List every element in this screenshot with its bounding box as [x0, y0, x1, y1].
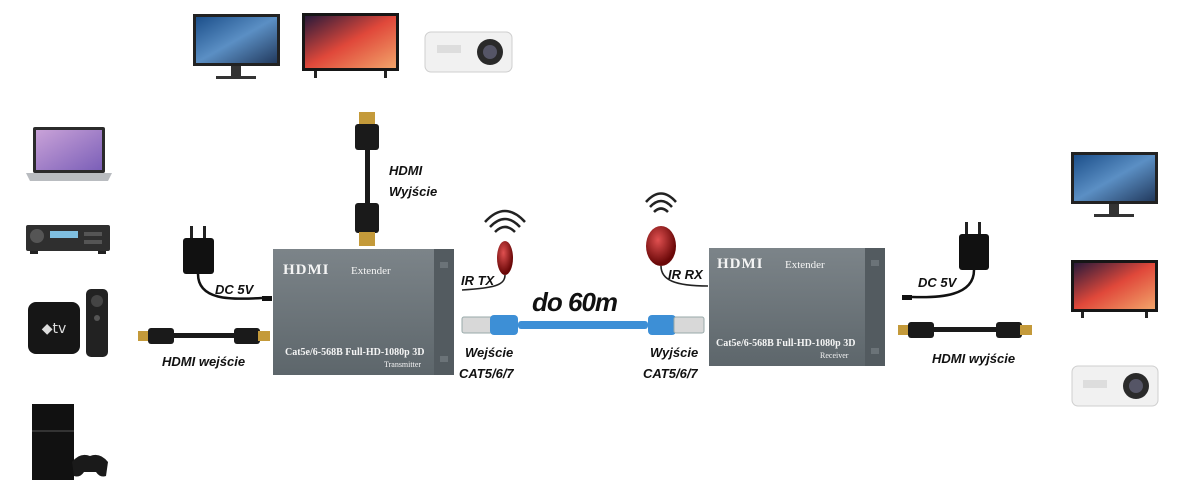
- ir-rx-sensor: [645, 192, 709, 287]
- projector-icon: [424, 31, 513, 73]
- tv-icon: [302, 13, 399, 78]
- receiver-box: [709, 248, 885, 366]
- game-console-icon: [32, 404, 108, 480]
- svg-text:◆tv: ◆tv: [42, 321, 67, 337]
- tv-icon: [1071, 260, 1158, 318]
- transmitter-brand: HDMI: [283, 262, 330, 278]
- distance-label: do 60m: [532, 287, 618, 317]
- cat-input-label-line2: CAT5/6/7: [459, 366, 514, 381]
- dc-5v-label-right: DC 5V: [918, 275, 957, 290]
- hdmi-output-cable-right: [898, 322, 1032, 338]
- hdmi-output-label-right: HDMI wyjście: [932, 351, 1016, 366]
- cat-cable: [461, 315, 705, 335]
- cat-output-label-line1: Wyjście: [650, 345, 699, 360]
- monitor-icon: [193, 14, 280, 79]
- receiver-brand: HDMI: [717, 256, 764, 272]
- transmitter-title: Extender: [351, 265, 391, 277]
- transmitter-model: Cat5e/6-568B Full-HD-1080p 3D: [285, 347, 424, 358]
- ir-tx-label: IR TX: [461, 273, 495, 288]
- av-receiver-icon: [26, 225, 110, 254]
- hdmi-input-cable: [138, 328, 270, 344]
- ir-rx-label: IR RX: [668, 267, 703, 282]
- cat-output-label-line2: CAT5/6/7: [643, 366, 698, 381]
- receiver-title: Extender: [785, 259, 825, 271]
- projector-icon: [1071, 365, 1159, 407]
- hdmi-input-label: HDMI wejście: [162, 354, 246, 369]
- hdmi-output-label-line1: HDMI: [389, 163, 423, 178]
- transmitter-box: [273, 249, 454, 375]
- transmitter-role: Transmitter: [384, 360, 421, 369]
- hdmi-output-cable: [355, 112, 379, 246]
- hdmi-output-label-line2: Wyjście: [389, 184, 438, 199]
- receiver-model: Cat5e/6-568B Full-HD-1080p 3D: [716, 338, 855, 349]
- ir-tx-sensor: [461, 209, 526, 291]
- apple-tv-icon: ◆tv: [28, 289, 108, 357]
- receiver-role: Receiver: [820, 351, 849, 360]
- cat-input-label-line1: Wejście: [465, 345, 514, 360]
- monitor-icon: [1071, 152, 1158, 217]
- power-adapter-right: [902, 222, 989, 300]
- laptop-icon: [26, 127, 112, 181]
- power-adapter-left: [183, 226, 272, 301]
- dc-5v-label-left: DC 5V: [215, 282, 254, 297]
